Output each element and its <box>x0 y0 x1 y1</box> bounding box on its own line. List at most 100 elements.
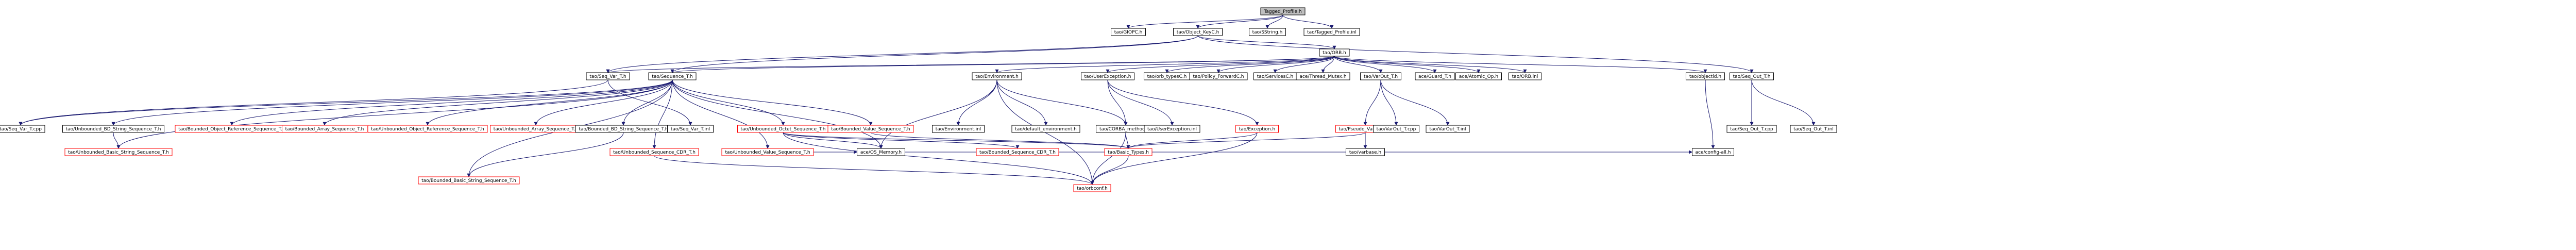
graph-node[interactable]: tao/UserException.inl <box>1144 125 1200 133</box>
node-box <box>932 125 985 133</box>
graph-node[interactable]: tao/Basic_Types.h <box>1104 148 1153 156</box>
graph-node[interactable]: tao/varbase.h <box>1346 148 1385 156</box>
node-label: tao/ORB.inl <box>1512 74 1538 79</box>
graph-node[interactable]: tao/VarOut_T.cpp <box>1373 125 1419 133</box>
node-label: tao/Pseudo_VarOut_T.h <box>1339 127 1392 132</box>
graph-edge <box>19 79 608 126</box>
graph-node[interactable]: tao/Sequence_T.h <box>648 72 697 80</box>
graph-edge <box>1273 56 1335 73</box>
node-label: tao/Unbounded_Value_Sequence_T.h <box>725 150 810 155</box>
graph-node[interactable]: tao/Bounded_Array_Sequence_T.h <box>282 125 367 133</box>
graph-node[interactable]: tao/Unbounded_Sequence_CDR_T.h <box>609 148 699 156</box>
graph-edge <box>1380 79 1398 126</box>
node-box <box>1144 125 1200 133</box>
graph-edge <box>1380 79 1450 126</box>
graph-node[interactable]: tao/Bounded_Value_Sequence_T.h <box>827 125 914 133</box>
graph-node[interactable]: tao/Environment.h <box>972 72 1022 80</box>
graph-node[interactable]: tao/Unbounded_Value_Sequence_T.h <box>721 148 814 156</box>
graph-node[interactable]: tao/ORB.h <box>1319 48 1350 57</box>
graph-node[interactable]: Tagged_Profile.h <box>1260 7 1306 15</box>
graph-node[interactable]: ace/Atomic_Op.h <box>1455 72 1502 80</box>
node-box <box>609 148 699 156</box>
graph-node[interactable]: tao/Exception.h <box>1235 125 1279 133</box>
node-box <box>1189 72 1248 80</box>
graph-node[interactable]: tao/default_environment.h <box>1011 125 1080 133</box>
graph-node[interactable]: ace/Guard_T.h <box>1415 72 1455 80</box>
node-box <box>827 125 914 133</box>
graph-edge <box>1197 35 1754 73</box>
graph-node[interactable]: tao/Unbounded_Array_Sequence_T.h <box>490 125 582 133</box>
graph-node[interactable]: tao/GIOPC.h <box>1111 28 1146 36</box>
graph-node[interactable]: tao/orbconf.h <box>1073 184 1111 192</box>
graph-edge <box>995 56 1335 73</box>
node-box <box>1692 148 1734 156</box>
graph-node[interactable]: ace/config-all.h <box>1692 148 1734 156</box>
node-box <box>1296 72 1350 80</box>
graph-edge <box>426 79 673 126</box>
node-box <box>1081 72 1134 80</box>
node-label: tao/Bounded_Object_Reference_Sequence_T.… <box>178 127 285 132</box>
graph-node[interactable]: tao/Bounded_Object_Reference_Sequence_T.… <box>175 125 289 133</box>
graph-node[interactable]: ace/Thread_Mutex.h <box>1296 72 1350 80</box>
graph-node[interactable]: tao/Tagged_Profile.inl <box>1303 28 1360 36</box>
graph-edge <box>1126 132 1258 149</box>
graph-edge <box>1125 132 1130 149</box>
graph-node[interactable]: tao/Seq_Out_T.h <box>1730 72 1774 80</box>
graph-node[interactable]: tao/Unbounded_Object_Reference_Sequence_… <box>367 125 488 133</box>
graph-node[interactable]: ace/OS_Memory.h <box>857 148 905 156</box>
graph-edge <box>230 79 673 126</box>
graph-node[interactable]: tao/SString.h <box>1249 28 1286 36</box>
node-box <box>667 125 714 133</box>
graph-node[interactable]: tao/Seq_Var_T.inl <box>667 125 714 133</box>
graph-node[interactable]: tao/objectid.h <box>1686 72 1725 80</box>
graph-node[interactable]: tao/Seq_Var_T.h <box>586 72 630 80</box>
graph-node[interactable]: tao/ORB.inl <box>1509 72 1541 80</box>
graph-node[interactable]: tao/Unbounded_Basic_String_Sequence_T.h <box>64 148 173 156</box>
node-label: Tagged_Profile.h <box>1263 9 1301 14</box>
graph-node[interactable]: tao/Bounded_BD_String_Sequence_T.h <box>575 125 671 133</box>
graph-node[interactable]: tao/Bounded_Sequence_CDR_T.h <box>976 148 1059 156</box>
graph-node[interactable]: tao/Policy_ForwardC.h <box>1189 72 1248 80</box>
graph-node[interactable]: tao/Unbounded_Octet_Sequence_T.h <box>737 125 829 133</box>
node-box <box>62 125 164 133</box>
graph-edge <box>1321 56 1335 73</box>
edges-layer <box>19 14 1816 185</box>
graph-node[interactable]: tao/Object_KeyC.h <box>1173 28 1223 36</box>
graph-node[interactable]: tao/Unbounded_BD_String_Sequence_T.h <box>62 125 164 133</box>
graph-node[interactable]: tao/Seq_Out_T.inl <box>1790 125 1837 133</box>
graph-edge <box>1107 79 1259 126</box>
graph-edge <box>879 79 997 149</box>
graph-edge <box>1107 79 1128 126</box>
graph-edge <box>111 79 673 126</box>
node-box <box>418 176 520 185</box>
graph-node[interactable]: tao/Seq_Var_T.cpp <box>0 125 45 133</box>
node-label: tao/Unbounded_Sequence_CDR_T.h <box>613 150 696 155</box>
graph-node[interactable]: tao/VarOut_T.h <box>1360 72 1401 80</box>
node-box <box>1790 125 1837 133</box>
node-label: tao/Unbounded_Array_Sequence_T.h <box>494 127 579 132</box>
graph-node[interactable]: tao/Bounded_Basic_String_Sequence_T.h <box>418 176 520 185</box>
node-label: tao/GIOPC.h <box>1114 30 1143 35</box>
graph-node[interactable]: tao/VarOut_T.inl <box>1426 125 1470 133</box>
graph-node[interactable]: tao/ServicesC.h <box>1253 72 1297 80</box>
graph-node[interactable]: tao/orb_typesC.h <box>1144 72 1190 80</box>
node-label: tao/orb_typesC.h <box>1147 74 1187 79</box>
node-label: ace/OS_Memory.h <box>860 150 902 155</box>
graph-node[interactable]: tao/Seq_Out_T.cpp <box>1726 125 1777 133</box>
node-box <box>1373 125 1419 133</box>
node-label: tao/orbconf.h <box>1077 186 1108 191</box>
graph-node[interactable]: tao/UserException.h <box>1081 72 1134 80</box>
graph-edge <box>534 79 673 126</box>
graph-edge <box>670 35 1198 73</box>
graph-edge <box>783 132 1130 149</box>
node-label: tao/Seq_Out_T.h <box>1733 74 1771 79</box>
node-label: tao/Bounded_Sequence_CDR_T.h <box>979 150 1056 155</box>
node-box <box>1104 148 1153 156</box>
graph-edge <box>1216 56 1335 73</box>
graph-node[interactable]: tao/Environment.inl <box>932 125 985 133</box>
node-box <box>1686 72 1725 80</box>
node-label: tao/Environment.inl <box>936 127 981 132</box>
node-box <box>1173 28 1223 36</box>
graph-edge <box>783 132 1020 149</box>
